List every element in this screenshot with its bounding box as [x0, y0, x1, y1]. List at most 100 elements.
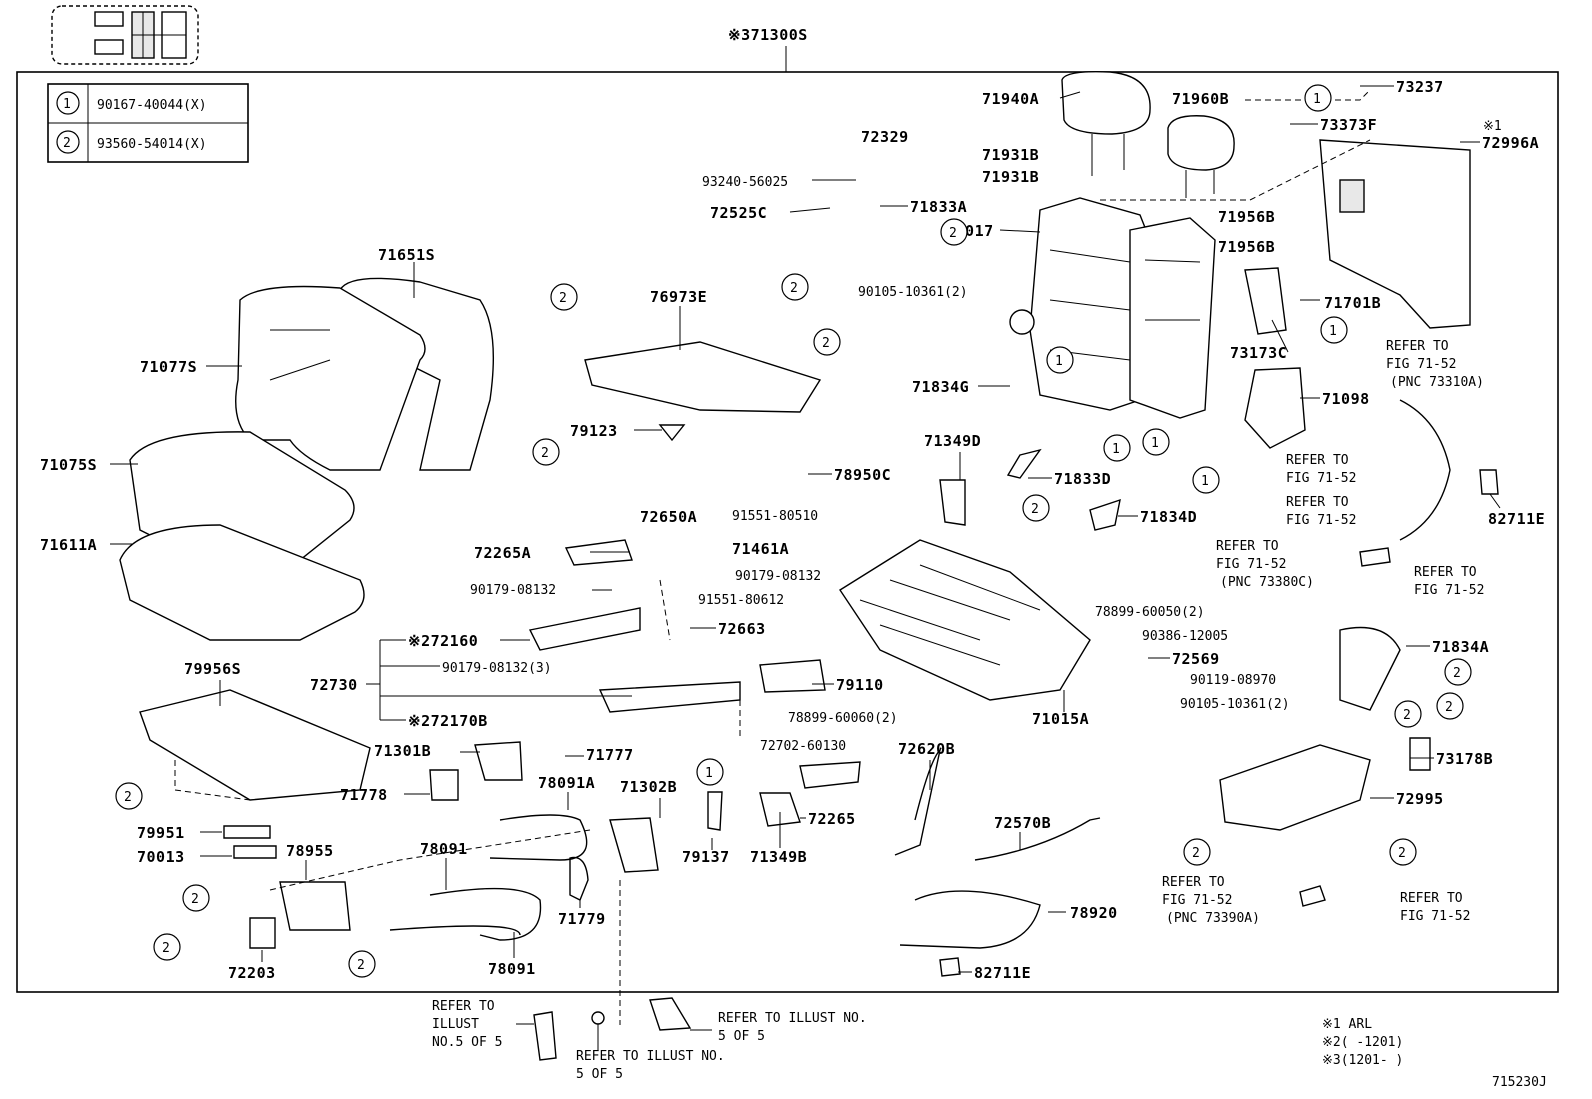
label-82711E-1: 82711E	[1488, 510, 1545, 528]
label-71940A: 71940A	[982, 90, 1039, 108]
label-76973E: 76973E	[650, 288, 707, 306]
label-71833D: 71833D	[1054, 470, 1111, 488]
cable-parts	[389, 399, 1499, 977]
seatback-board	[1319, 139, 1471, 329]
svg-text:2: 2	[357, 958, 365, 973]
track-parts	[139, 424, 861, 949]
svg-text:2: 2	[124, 790, 132, 805]
label-72160: ※272160	[408, 632, 478, 650]
label-71611A: 71611A	[40, 536, 97, 554]
svg-text:2: 2	[1453, 666, 1461, 681]
label-90119-08970: 90119-08970	[1190, 673, 1276, 688]
label-72265: 72265	[808, 810, 856, 828]
refer-note: 5 OF 5	[576, 1067, 623, 1082]
legend-part-2: 93560-54014(X)	[97, 137, 207, 152]
refer-note: REFER TO	[1286, 453, 1349, 468]
callout-2: 2	[1022, 494, 1050, 522]
label-79951: 79951	[137, 824, 185, 842]
svg-text:2: 2	[162, 941, 170, 956]
label-72329: 72329	[861, 128, 909, 146]
part-number-labels: 71940A 71960B 73237 73373F ※1 72996A 723…	[40, 78, 1545, 982]
refer-note: FIG 71-52	[1286, 471, 1356, 486]
label-71956B-1: 71956B	[1218, 208, 1275, 226]
svg-text:2: 2	[1031, 502, 1039, 517]
refer-note: 5 OF 5	[718, 1029, 765, 1044]
label-72265A: 72265A	[474, 544, 531, 562]
refer-note: REFER TO	[1216, 539, 1279, 554]
label-90105-10361-b: 90105-10361(2)	[1180, 697, 1290, 712]
label-71349D: 71349D	[924, 432, 981, 450]
refer-note: REFER TO	[1414, 565, 1477, 580]
svg-text:1: 1	[1055, 354, 1063, 369]
leader-lines	[110, 85, 1501, 973]
callout-2: 2	[532, 438, 560, 466]
refer-notes: REFER TO FIG 71-52 (PNC 73310A) REFER TO…	[432, 339, 1484, 1082]
refer-note: ILLUST	[432, 1017, 479, 1032]
callout-2: 2	[348, 950, 376, 978]
callout-2: 2	[1389, 838, 1417, 866]
callout-2: 2	[1436, 692, 1464, 720]
label-71701B: 71701B	[1324, 294, 1381, 312]
callout-2: 2	[115, 782, 143, 810]
label-71777: 71777	[586, 746, 634, 764]
label-71931B-2: 71931B	[982, 168, 1039, 186]
label-71779: 71779	[558, 910, 606, 928]
svg-text:2: 2	[1192, 846, 1200, 861]
dashed-connectors	[174, 89, 1371, 1025]
label-72996A: 72996A	[1482, 134, 1539, 152]
figure-id: 715230J	[1492, 1075, 1547, 1090]
label-72730: 72730	[310, 676, 358, 694]
legend-num-1: 1	[63, 97, 71, 112]
footnote-2: ※2( -1201)	[1322, 1035, 1403, 1050]
svg-text:2: 2	[822, 336, 830, 351]
fastener-legend: 1 90167-40044(X) 2 93560-54014(X)	[47, 83, 249, 163]
external-reference-parts	[516, 997, 712, 1061]
label-72702-60130: 72702-60130	[760, 739, 846, 754]
svg-text:1: 1	[705, 766, 713, 781]
label-90179-08132-b: 90179-08132	[735, 569, 821, 584]
svg-text:2: 2	[191, 892, 199, 907]
hinge-bracket-parts	[584, 267, 1431, 831]
label-73178B: 73178B	[1436, 750, 1493, 768]
label-72170B: ※272170B	[408, 712, 488, 730]
callout-1: 1	[696, 758, 724, 786]
legend-part-1: 90167-40044(X)	[97, 98, 207, 113]
refer-note: REFER TO ILLUST NO.	[718, 1011, 867, 1026]
refer-note: REFER TO	[1286, 495, 1349, 510]
label-79110: 79110	[836, 676, 884, 694]
label-79956S: 79956S	[184, 660, 241, 678]
callout-2: 2	[1444, 658, 1472, 686]
label-78091-a: 78091	[420, 840, 468, 858]
label-90386-12005: 90386-12005	[1142, 629, 1228, 644]
svg-text:2: 2	[1398, 846, 1406, 861]
label-71075S: 71075S	[40, 456, 97, 474]
diagram-frame	[16, 71, 1559, 993]
svg-text:2: 2	[559, 291, 567, 306]
label-78091A: 78091A	[538, 774, 595, 792]
vehicle-seat-icon	[51, 5, 199, 65]
label-71956B-2: 71956B	[1218, 238, 1275, 256]
label-71301B: 71301B	[374, 742, 431, 760]
legend-num-2: 2	[63, 136, 71, 151]
refer-note: FIG 71-52	[1400, 909, 1470, 924]
seat-cushion-parts	[119, 277, 495, 641]
label-78899-60050: 78899-60050(2)	[1095, 605, 1205, 620]
label-73173C: 73173C	[1230, 344, 1287, 362]
callout-2: 2	[182, 884, 210, 912]
refer-note: (PNC 73380C)	[1220, 575, 1314, 590]
label-71834D: 71834D	[1140, 508, 1197, 526]
refer-note: FIG 71-52	[1286, 513, 1356, 528]
label-78091-b: 78091	[488, 960, 536, 978]
footnote-3: ※3(1201- )	[1322, 1053, 1403, 1068]
label-72650A: 72650A	[640, 508, 697, 526]
label-71098: 71098	[1322, 390, 1370, 408]
label-71302B: 71302B	[620, 778, 677, 796]
refer-note: (PNC 73310A)	[1390, 375, 1484, 390]
label-71651S: 71651S	[378, 246, 435, 264]
callout-1: 1	[1304, 84, 1332, 112]
label-82711E-2: 82711E	[974, 964, 1031, 982]
label-72525C: 72525C	[710, 204, 767, 222]
svg-text:2: 2	[949, 226, 957, 241]
callout-1: 1	[1320, 316, 1348, 344]
label-72203: 72203	[228, 964, 276, 982]
